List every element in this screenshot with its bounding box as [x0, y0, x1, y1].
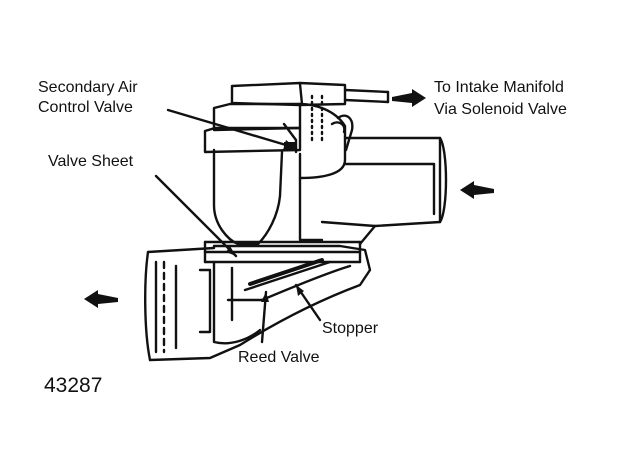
flow-arrow-outlet [84, 290, 118, 308]
arrowhead-valve-sheet [226, 246, 236, 256]
figure-number: 43287 [44, 374, 102, 397]
arrowhead-stopper [296, 285, 304, 296]
flow-arrow-intake [392, 89, 426, 107]
solenoid-mark [284, 142, 296, 150]
leader-secondary-air [166, 108, 298, 150]
flow-arrow-inlet [460, 181, 494, 199]
label-secondary-air-line1: Secondary Air [38, 79, 138, 96]
leader-valve-sheet [154, 174, 238, 258]
label-intake-line1: To Intake Manifold [434, 79, 564, 96]
label-reed-valve: Reed Valve [238, 349, 320, 366]
label-stopper: Stopper [322, 320, 379, 337]
label-secondary-air-line2: Control Valve [38, 99, 133, 116]
inlet-pipe [320, 136, 448, 246]
solenoid-hose [330, 88, 390, 152]
label-intake-line2: Via Solenoid Valve [434, 101, 567, 118]
arrowhead-reed-valve [261, 292, 269, 302]
valve-body [203, 81, 347, 246]
label-valve-sheet: Valve Sheet [48, 153, 134, 170]
lower-housing [144, 240, 372, 362]
